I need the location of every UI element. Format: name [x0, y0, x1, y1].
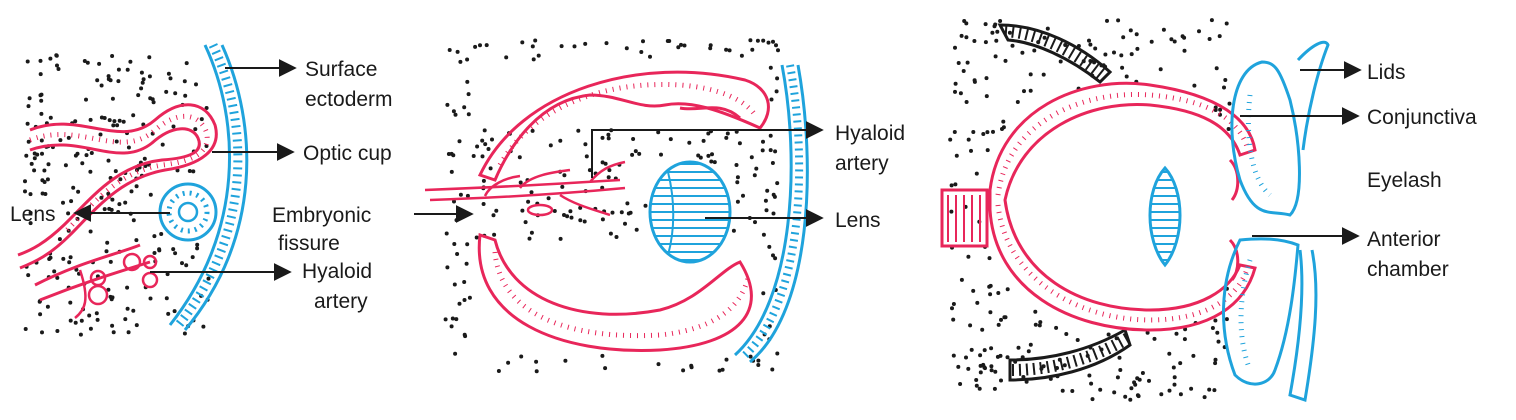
label-hyaloid-artery-1: Hyaloid — [302, 260, 372, 283]
label-anterior-chamber: Anterior — [1367, 228, 1441, 251]
label-embryonic-fissure-2: fissure — [278, 232, 340, 255]
panel-2-embryonic-fissure-stage: Embryonic fissure Hyaloid artery Lens — [272, 38, 905, 374]
label-conjunctiva: Conjunctiva — [1367, 106, 1477, 129]
label-embryonic-fissure: Embryonic — [272, 204, 371, 227]
panel-3-eyeball-stage: Lids Conjunctiva Eyelash Anterior chambe… — [940, 18, 1477, 402]
optic-cup-upper-wall-2 — [477, 70, 770, 182]
label-hyaloid-artery-1b: artery — [314, 290, 368, 313]
lens-3 — [1148, 165, 1182, 268]
label-surface-ectoderm-2: ectoderm — [305, 88, 393, 111]
lower-lid-black — [1008, 327, 1132, 382]
label-hyaloid-artery-2: Hyaloid — [835, 122, 905, 145]
label-lids: Lids — [1367, 61, 1406, 84]
optic-cup-lower-wall-2 — [477, 232, 753, 352]
label-surface-ectoderm: Surface — [305, 58, 377, 81]
label-hyaloid-artery-2b: artery — [835, 152, 889, 175]
optic-nerve-3 — [940, 188, 989, 248]
upper-lid-black — [997, 23, 1113, 85]
surface-ectoderm-band-2 — [733, 64, 809, 364]
label-optic-cup: Optic cup — [303, 142, 392, 165]
lens-2 — [648, 160, 732, 264]
iris-strips-3 — [1228, 158, 1240, 281]
hyaloid-artery-vessels-2 — [424, 160, 626, 217]
eyeball-wall-3 — [988, 81, 1257, 332]
panel-1-optic-cup-stage: Surface ectoderm Optic cup Lens Hyaloid … — [10, 43, 393, 337]
hyaloid-artery-pointer-2 — [591, 121, 824, 178]
hyaloid-vessels-1 — [74, 252, 159, 319]
surface-ectoderm-band-1 — [168, 43, 249, 331]
optic-cup-1 — [17, 103, 218, 302]
label-lens-1: Lens — [10, 203, 56, 226]
label-lens-2: Lens — [835, 209, 881, 232]
label-eyelash: Eyelash — [1367, 169, 1442, 192]
mesenchyme-dots-3 — [948, 18, 1232, 402]
lids-conjunctiva-blue — [1222, 40, 1330, 402]
label-anterior-chamber-2: chamber — [1367, 258, 1449, 281]
mesenchyme-dots-1 — [23, 53, 211, 337]
